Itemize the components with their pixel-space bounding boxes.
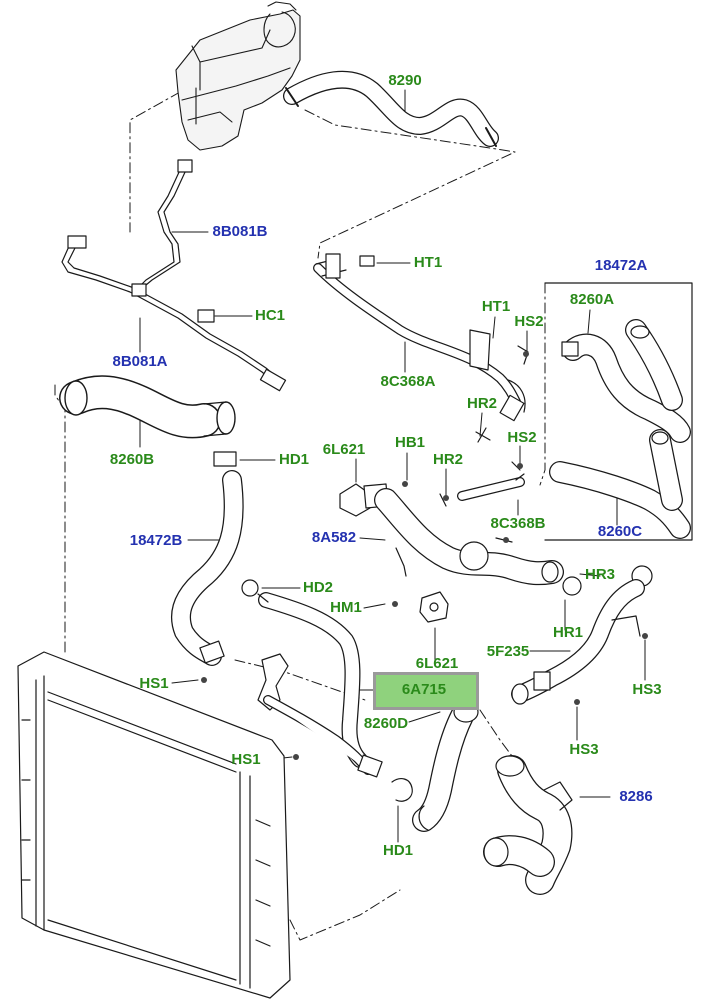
- callout-8c368a[interactable]: 8C368A: [380, 373, 436, 390]
- thermostat-housing-8a582: [339, 483, 564, 586]
- callout-hr1[interactable]: HR1: [552, 624, 584, 641]
- callout-8260d[interactable]: 8260D: [363, 715, 409, 732]
- heater-pipe-8c368a: [313, 253, 529, 443]
- callout-8b081a[interactable]: 8B081A: [112, 353, 168, 370]
- hose-8286: [483, 755, 573, 895]
- hose-8290: [283, 70, 499, 147]
- callout-8b081b[interactable]: 8B081B: [212, 223, 268, 240]
- highlight-box-6a715: [373, 672, 479, 710]
- hose-lower-branch: [241, 579, 368, 768]
- callout-hd2[interactable]: HD2: [302, 579, 334, 596]
- callout-18472b[interactable]: 18472B: [129, 532, 183, 549]
- callout-8290[interactable]: 8290: [388, 72, 422, 89]
- callout-hc1[interactable]: HC1: [254, 307, 286, 324]
- hose-18472b: [171, 470, 244, 666]
- callout-hs2-upper[interactable]: HS2: [514, 313, 544, 330]
- inset-box-18472a: [544, 282, 693, 541]
- callout-8286[interactable]: 8286: [619, 788, 653, 805]
- callout-hb1[interactable]: HB1: [394, 434, 426, 451]
- fasteners: [201, 351, 648, 760]
- hose-8260d: [412, 701, 479, 832]
- callout-hs3-lower[interactable]: HS3: [569, 741, 599, 758]
- callout-hs1-upper[interactable]: HS1: [139, 675, 169, 692]
- expansion-tank: [175, 1, 301, 151]
- callout-hr2-upper[interactable]: HR2: [466, 395, 498, 412]
- gasket-6l621: [419, 591, 449, 623]
- callout-8c368b[interactable]: 8C368B: [490, 515, 546, 532]
- pipe-5f235: [511, 579, 645, 705]
- callout-hs2-lower[interactable]: HS2: [507, 429, 537, 446]
- bleed-pipe-connectors: [67, 159, 287, 392]
- callout-hr3[interactable]: HR3: [584, 566, 616, 583]
- callout-ht1-lower[interactable]: HT1: [481, 298, 511, 315]
- heater-pipe-8c368b: [439, 461, 525, 507]
- callout-18472a[interactable]: 18472A: [594, 257, 648, 274]
- dashed-assembly-lines: [54, 91, 546, 941]
- callout-6a715[interactable]: 6A715: [401, 681, 447, 698]
- callout-8a582[interactable]: 8A582: [311, 529, 357, 546]
- radiator: [17, 651, 291, 999]
- callout-hr2-lower[interactable]: HR2: [432, 451, 464, 468]
- connector-hd1-upper: [213, 451, 237, 467]
- leader-lines: [139, 89, 646, 843]
- pipe-bracket: [257, 653, 413, 802]
- callout-hs3-right[interactable]: HS3: [632, 681, 662, 698]
- callout-8260a[interactable]: 8260A: [569, 291, 615, 308]
- callout-hd1-upper[interactable]: HD1: [278, 451, 310, 468]
- callout-hs1-lower[interactable]: HS1: [231, 751, 261, 768]
- callout-6l621-upper[interactable]: 6L621: [322, 441, 366, 458]
- callout-8260b[interactable]: 8260B: [109, 451, 155, 468]
- callout-6l621-lower[interactable]: 6L621: [415, 655, 459, 672]
- callout-ht1-upper[interactable]: HT1: [413, 254, 443, 271]
- callout-hm1[interactable]: HM1: [330, 599, 362, 616]
- callout-8260c[interactable]: 8260C: [597, 523, 643, 540]
- bleed-pipe: [61, 169, 281, 385]
- callout-5f235[interactable]: 5F235: [486, 643, 530, 660]
- hose-8260b: [59, 375, 236, 439]
- callout-hd1-lower[interactable]: HD1: [382, 842, 414, 859]
